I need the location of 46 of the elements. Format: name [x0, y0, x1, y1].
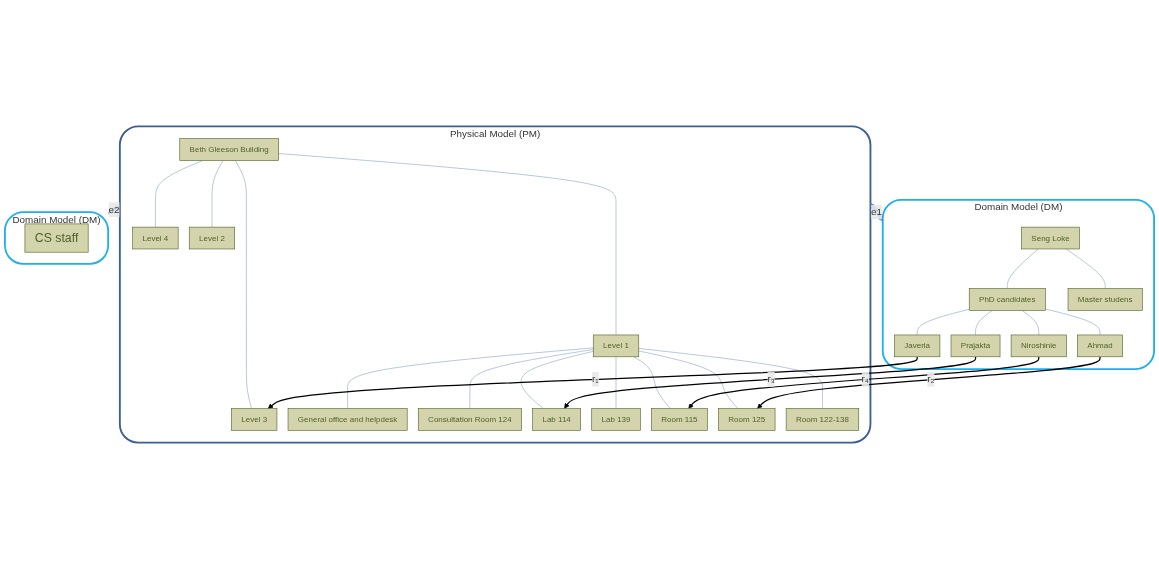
node-box: Seng Loke [1021, 226, 1080, 250]
node-box: Beth Gleeson Building [179, 138, 279, 161]
node-box: Consultation Room 124 [417, 408, 522, 431]
node-box: Niroshinie [1010, 334, 1067, 358]
node-box: Level 2 [188, 226, 235, 250]
edge-label: e2 [108, 204, 120, 215]
connector [211, 160, 224, 228]
connector [638, 348, 823, 409]
connector [235, 160, 252, 409]
node-box: Room 122-138 [785, 408, 860, 431]
node-box: Lab 139 [591, 408, 641, 431]
node-box: CS staff [24, 223, 89, 253]
connector [633, 356, 671, 409]
connector [469, 349, 594, 409]
node-box: PhD candidates [968, 288, 1046, 311]
edge-label: r₂ [927, 373, 935, 385]
node-box: Prajakta [950, 334, 1001, 358]
node-box: Master studens [1067, 288, 1143, 311]
connector [1065, 248, 1106, 289]
connector [638, 350, 738, 409]
node-box: Lab 114 [532, 408, 581, 431]
node-box: Ahmad [1077, 334, 1123, 358]
connector [1045, 308, 1101, 336]
arrow [564, 356, 977, 409]
node-box: Level 1 [592, 334, 640, 358]
node-box: Level 3 [231, 408, 278, 431]
node-box: Level 4 [132, 226, 179, 250]
node-box: General office and helpdesk [287, 408, 408, 431]
connector [615, 356, 617, 409]
connector [347, 347, 594, 409]
connector [916, 308, 970, 336]
connector [278, 153, 617, 336]
edge-label: e1 [871, 206, 883, 217]
connector [1007, 248, 1039, 289]
edge-label: r₄ [861, 373, 869, 385]
connector [1021, 310, 1040, 336]
arrow [267, 356, 918, 409]
edge-label: r₁ [592, 373, 599, 385]
node-box: Javeria [894, 334, 941, 358]
arrow [757, 356, 1101, 409]
edge-label: r₃ [767, 373, 775, 385]
node-box: Room 115 [651, 408, 708, 431]
node-box: Room 125 [718, 408, 776, 431]
connector [975, 310, 993, 336]
connector [520, 351, 594, 409]
arrow [688, 356, 1040, 409]
